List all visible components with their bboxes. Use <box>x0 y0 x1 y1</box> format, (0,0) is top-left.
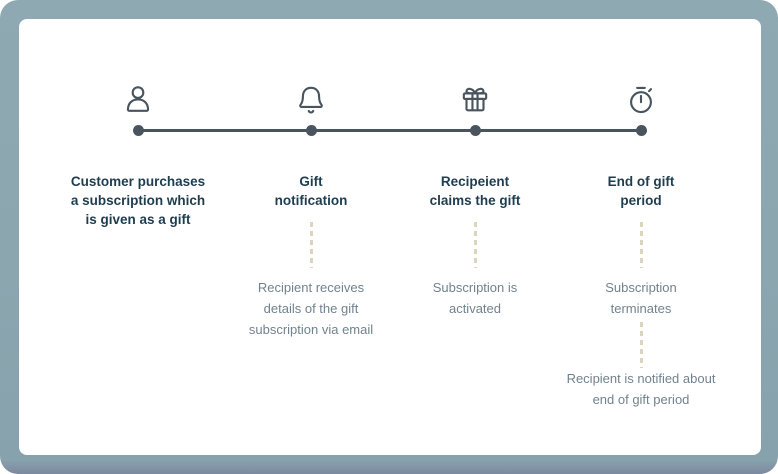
step-description: Recipient receives details of the gift s… <box>248 280 374 337</box>
stopwatch-icon <box>624 83 658 117</box>
step-description: Subscription terminates <box>605 280 677 316</box>
step-title: End of gift period <box>607 174 675 208</box>
timeline-step-2: Gift notification Recipient receives det… <box>206 19 416 455</box>
person-icon <box>121 83 155 117</box>
gift-icon <box>458 83 492 117</box>
timeline-dot <box>635 125 647 136</box>
timeline-card: Customer purchases a subscription which … <box>19 19 761 455</box>
timeline-line <box>138 129 642 132</box>
step-description: Subscription is activated <box>432 280 518 316</box>
step-title: Gift notification <box>274 174 348 208</box>
dashed-connector <box>473 222 477 268</box>
step-title: Customer purchases a subscription which … <box>70 174 206 227</box>
step-description-secondary: Recipient is notified about end of gift … <box>566 371 716 407</box>
dashed-connector <box>309 222 313 268</box>
dashed-connector <box>639 222 643 268</box>
timeline-dot <box>305 125 317 136</box>
timeline-step-1: Customer purchases a subscription which … <box>33 19 243 455</box>
timeline-step-3: Recipeient claims the gift Subscription … <box>370 19 580 455</box>
timeline-dot <box>132 125 144 136</box>
step-title: Recipeient claims the gift <box>429 174 521 208</box>
timeline-step-4: End of gift period Subscription terminat… <box>536 19 746 455</box>
bell-icon <box>294 83 328 117</box>
dashed-connector-secondary <box>639 322 643 368</box>
timeline-dot <box>469 125 481 136</box>
